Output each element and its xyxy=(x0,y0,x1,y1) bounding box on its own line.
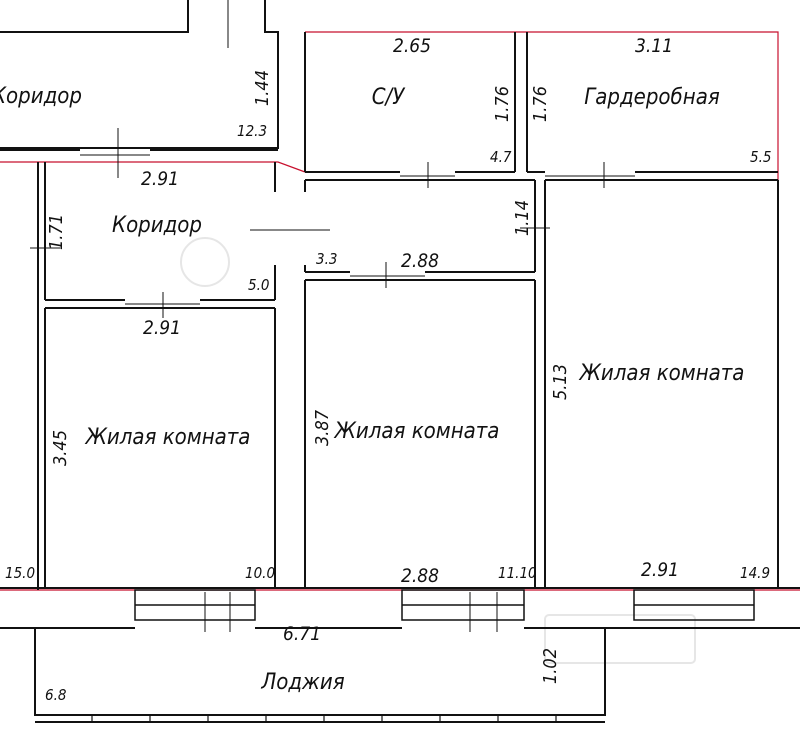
area-living-mid: 11.10 xyxy=(498,564,537,582)
dim-loggia-width: 6.71 xyxy=(283,623,321,645)
dim-living-left-width: 2.91 xyxy=(143,317,181,339)
watermark xyxy=(180,237,696,664)
walls xyxy=(0,0,800,590)
dim-wardrobe-height: 1.76 xyxy=(530,86,551,122)
room-label-wardrobe: Гардеробная xyxy=(584,85,720,110)
area-left-edge: 15.0 xyxy=(5,564,35,582)
room-label-living-left: Жилая комната xyxy=(85,425,251,450)
dimension-markers xyxy=(30,0,635,632)
area-corridor-top: 12.3 xyxy=(237,122,267,140)
area-wc: 4.7 xyxy=(490,148,512,166)
dim-living-right-width: 2.91 xyxy=(641,559,679,581)
area-living-left: 10.0 xyxy=(245,564,275,582)
dim-hall-height: 1.14 xyxy=(512,200,533,236)
dim-corridor-top-height: 1.44 xyxy=(252,70,273,106)
area-living-right: 14.9 xyxy=(740,564,770,582)
room-label-living-right: Жилая комната xyxy=(579,361,745,386)
loggia-railing xyxy=(91,715,557,722)
room-label-corridor-top: Коридор xyxy=(0,84,82,109)
dim-living-mid-width: 2.88 xyxy=(401,565,439,587)
area-hall: 3.3 xyxy=(316,250,337,268)
room-label-living-mid: Жилая комната xyxy=(334,419,500,444)
dim-hall-width: 2.88 xyxy=(401,250,439,272)
dim-living-left-height: 3.45 xyxy=(50,430,71,466)
dim-living-mid-height: 3.87 xyxy=(312,409,333,446)
room-label-loggia: Лоджия xyxy=(260,670,344,695)
dim-living-right-height: 5.13 xyxy=(550,364,571,400)
dim-wc-height: 1.76 xyxy=(492,86,513,122)
room-label-corridor: Коридор xyxy=(112,213,202,238)
dim-loggia-height: 1.02 xyxy=(540,648,561,684)
loggia-walls xyxy=(0,627,800,723)
area-corridor: 5.0 xyxy=(248,276,269,294)
dim-wardrobe-width: 3.11 xyxy=(635,35,673,57)
windows xyxy=(134,589,755,621)
dim-corridor-height: 1.71 xyxy=(46,214,67,250)
dim-corridor-width-top: 2.91 xyxy=(141,168,179,190)
apartment-outline xyxy=(0,31,800,591)
area-loggia: 6.8 xyxy=(45,686,66,704)
area-wardrobe: 5.5 xyxy=(750,148,771,166)
room-label-wc: С/У xyxy=(372,85,406,110)
dim-wc-width: 2.65 xyxy=(393,35,431,57)
